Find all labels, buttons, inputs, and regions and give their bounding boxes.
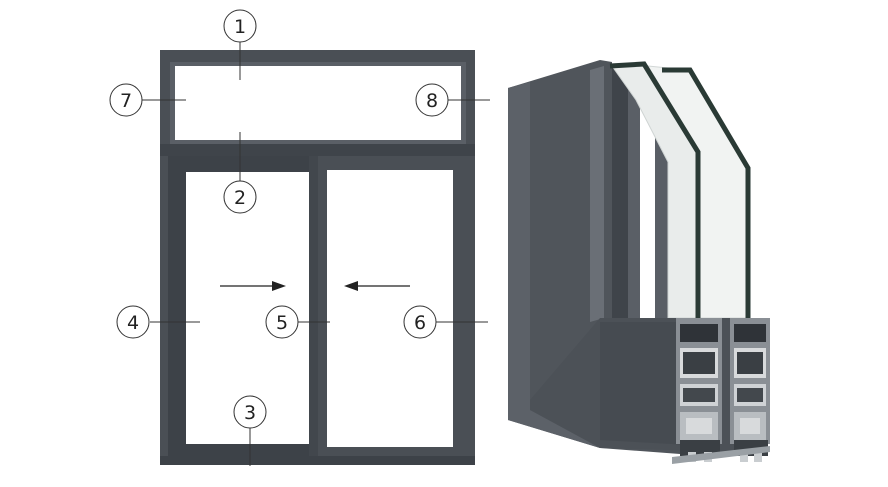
callout-7: 7 <box>109 83 143 117</box>
callout-2-label: 2 <box>234 187 246 209</box>
glazing-gasket-1 <box>609 61 701 320</box>
callout-5-label: 5 <box>276 312 288 334</box>
callout-2: 2 <box>223 180 257 214</box>
profile-rail-1 <box>590 66 604 322</box>
callout-1-label: 1 <box>234 16 246 38</box>
callout-6: 6 <box>403 305 437 339</box>
callout-7-label: 7 <box>120 90 132 112</box>
profile-rail-2 <box>612 66 628 322</box>
bottom-sill <box>160 456 475 465</box>
callout-1: 1 <box>223 9 257 43</box>
glazing-gasket-2 <box>662 67 751 320</box>
extrusion-chambers <box>676 318 770 444</box>
right-sash-glass <box>327 170 453 447</box>
slide-left-arrow <box>344 281 410 291</box>
slide-right-arrow <box>220 281 286 291</box>
profile-section-render <box>508 60 770 464</box>
sash-rollers <box>672 440 770 464</box>
callout-3-label: 3 <box>244 402 256 424</box>
callout-4-label: 4 <box>127 312 139 334</box>
profile-bottom-inner <box>600 322 690 445</box>
callout-8: 8 <box>415 83 449 117</box>
interlock-stile <box>309 156 318 458</box>
profile-rail-3 <box>628 70 640 322</box>
callout-8-label: 8 <box>426 90 438 112</box>
transom-glass <box>175 66 461 140</box>
leader-lines <box>142 42 490 466</box>
callout-6-label: 6 <box>414 312 426 334</box>
transom-bar <box>160 144 475 156</box>
callout-5: 5 <box>265 305 299 339</box>
callout-3: 3 <box>233 395 267 429</box>
callout-4: 4 <box>116 305 150 339</box>
profile-front-edge <box>508 82 610 448</box>
